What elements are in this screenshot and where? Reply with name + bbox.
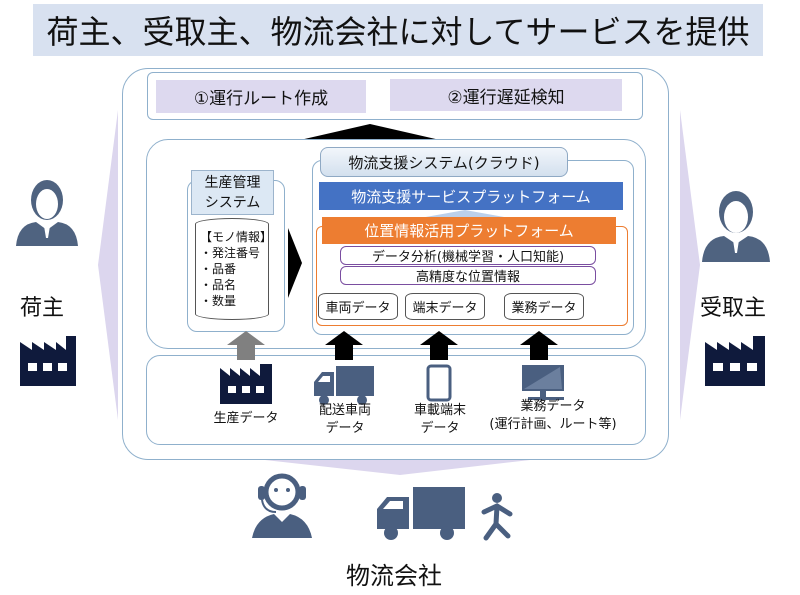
walking-person-icon [481,493,513,541]
receiver-factory-icon [705,336,765,386]
product-info-item: ・数量 [200,294,237,308]
page-title: 荷主、受取主、物流会社に対してサービスを提供 [33,4,763,56]
cloud-system-title: 物流支援システム(クラウド) [320,147,568,177]
terminal-data-db: 端末データ [405,293,485,320]
production-system-title: 生産管理 システム [191,170,274,215]
location-platform-band: 位置情報活用プラットフォーム [322,217,616,244]
operator-headset-icon [252,473,312,538]
background-chevrons [98,110,700,475]
source-caption-vehicle: 配送車両 データ [305,402,385,438]
left-chevron [98,110,118,420]
business-data-db: 業務データ [504,293,584,320]
connector-shape [420,210,510,218]
arrow-up-icon [227,331,265,360]
precise-location-row: 高精度な位置情報 [340,266,596,285]
production-system-title-line1: 生産管理 [204,174,261,191]
up-triangle-icon [300,124,440,140]
delivery-truck-icon [377,487,465,540]
bottom-chevron [265,460,530,475]
vehicle-data-db: 車両データ [318,293,398,320]
caption-line: 車載端末 [413,403,466,418]
shipper-factory-icon [20,336,76,386]
data-analysis-row: データ分析(機械学習・人口知能) [340,246,596,265]
arrow-up-icon [325,331,363,360]
source-caption-production: 生産データ [205,410,287,428]
product-info-item: ・品番 [200,262,237,276]
product-info-item: ・品名 [200,278,237,292]
product-info-database: 【モノ情報】 ・発注番号 ・品番 ・品名 ・数量 [195,218,273,320]
product-info-item: ・発注番号 [200,246,261,260]
arrow-up-icon [420,331,458,360]
logistics-label: 物流会社 [346,562,442,590]
right-chevron [680,110,700,420]
source-caption-terminal: 車載端末 データ [400,402,480,438]
caption-line: 配送車両 [318,403,371,418]
monitor-icon [522,365,564,400]
right-arrow-icon [288,228,302,298]
result-route-creation: ①運行ルート作成 [156,80,366,113]
caption-line: 業務データ [520,399,586,414]
caption-line: 生産データ [213,411,279,426]
product-info-header: 【モノ情報】 [200,230,273,244]
tablet-icon [426,364,452,402]
truck-icon [314,366,374,405]
service-platform-band: 物流支援サービスプラットフォーム [319,182,623,210]
factory-icon [220,364,272,404]
result-delay-detection: ②運行遅延検知 [390,79,622,111]
receiver-person-icon [702,191,770,262]
caption-line: データ [420,421,460,436]
production-system-title-line2: システム [204,194,261,211]
caption-line: データ [325,421,365,436]
receiver-label: 受取主 [700,296,767,321]
source-caption-business: 業務データ (運行計画、ルート等) [478,398,628,434]
arrow-up-icon [520,331,558,360]
caption-line: (運行計画、ルート等) [489,417,617,432]
shipper-person-icon [16,180,78,246]
shipper-label: 荷主 [20,296,65,321]
